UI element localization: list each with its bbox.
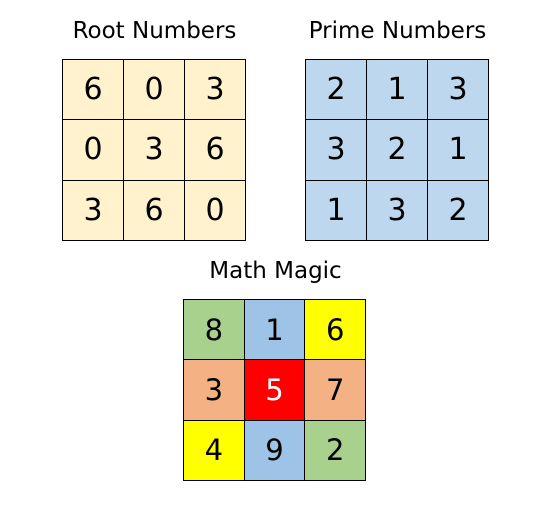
prime-cell: 1 — [367, 60, 428, 121]
prime-cell: 1 — [306, 180, 367, 241]
root-cell: 0 — [63, 120, 124, 181]
prime-numbers-title: Prime Numbers — [308, 18, 487, 44]
root-cell: 6 — [124, 180, 185, 241]
magic-center-cell: 5 — [244, 360, 306, 421]
prime-numbers-grid: 2 1 3 3 2 1 1 3 2 — [305, 59, 489, 241]
root-cell: 3 — [124, 120, 185, 181]
magic-cell: 3 — [184, 360, 245, 421]
prime-cell: 2 — [367, 120, 428, 181]
root-cell: 0 — [185, 180, 246, 241]
prime-cell: 2 — [428, 180, 489, 241]
magic-cell: 7 — [305, 360, 366, 421]
math-magic-grid: 8 1 6 3 5 7 4 9 2 — [183, 299, 366, 481]
root-cell: 3 — [185, 60, 246, 121]
magic-cell: 2 — [305, 420, 366, 481]
prime-cell: 3 — [367, 180, 428, 241]
magic-cell: 4 — [184, 420, 245, 481]
root-cell: 6 — [185, 120, 246, 181]
root-cell: 3 — [63, 180, 124, 241]
prime-cell: 1 — [428, 120, 489, 181]
root-numbers-title: Root Numbers — [72, 18, 237, 44]
prime-cell: 3 — [306, 120, 367, 181]
math-magic-title: Math Magic — [209, 258, 342, 284]
magic-cell: 1 — [244, 300, 306, 361]
prime-cell: 3 — [428, 60, 489, 121]
magic-cell: 9 — [244, 420, 306, 481]
magic-cell: 6 — [305, 300, 366, 361]
root-cell: 6 — [63, 60, 124, 121]
magic-cell: 8 — [184, 300, 245, 361]
root-numbers-grid: 6 0 3 0 3 6 3 6 0 — [62, 59, 246, 241]
prime-cell: 2 — [306, 60, 367, 121]
root-cell: 0 — [124, 60, 185, 121]
